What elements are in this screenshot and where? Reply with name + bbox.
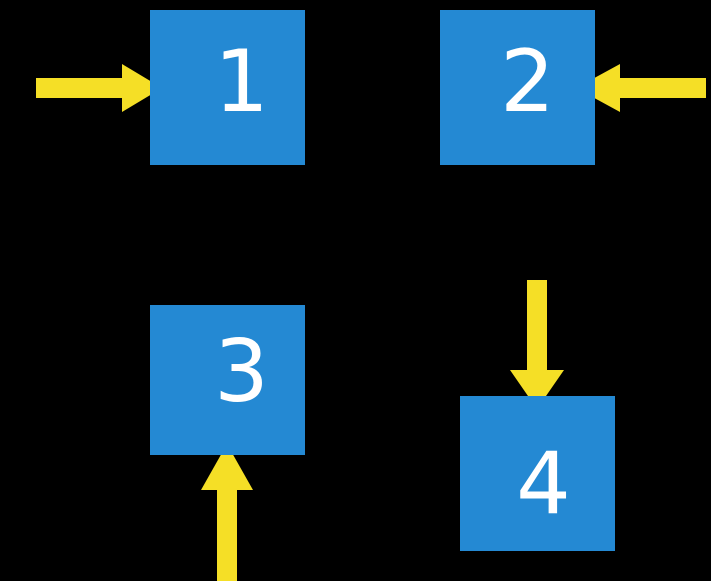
node-label-3: 3 [214, 322, 269, 422]
node-box-2[interactable]: 2 [440, 10, 595, 165]
node-box-3[interactable]: 3 [150, 305, 305, 455]
node-label-2: 2 [500, 31, 555, 132]
node-box-4[interactable]: 4 [460, 396, 615, 551]
node-box-1[interactable]: 1 [150, 10, 305, 165]
arrow-left-into-node-2-icon [576, 64, 706, 112]
arrow-up-into-node-3-icon [201, 444, 253, 581]
arrow-right-into-node-1-icon [36, 64, 162, 112]
node-label-4: 4 [516, 433, 571, 534]
node-label-1: 1 [214, 31, 269, 132]
arrow-down-into-node-4-icon [510, 280, 564, 409]
